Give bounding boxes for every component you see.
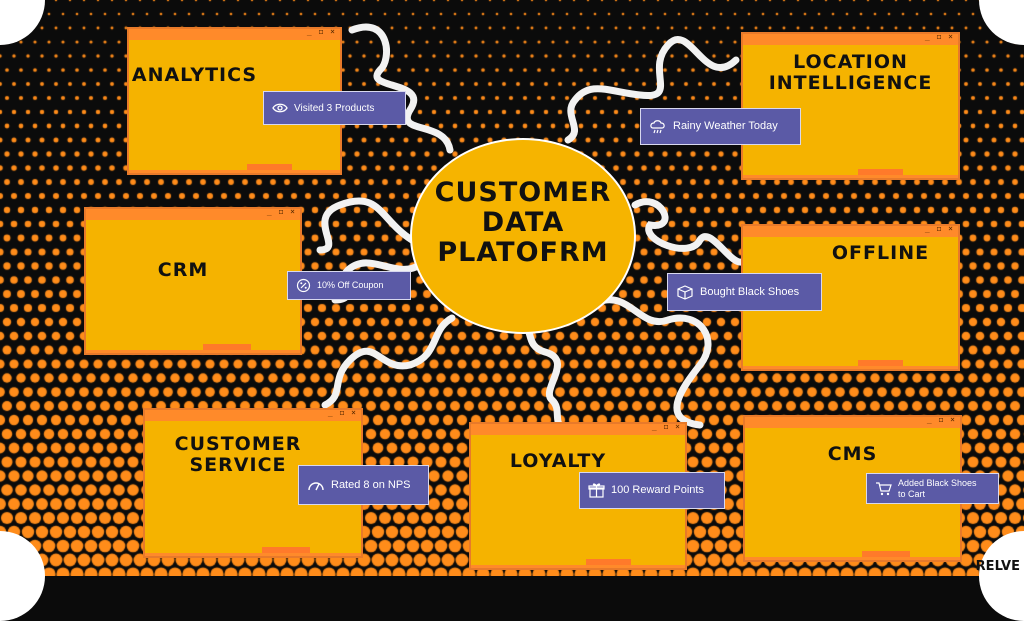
window-title: LOCATION INTELLIGENCE [768, 51, 933, 94]
gauge-icon [308, 482, 324, 491]
window-titlebar [145, 410, 361, 421]
tag-label: 100 Reward Points [611, 484, 704, 496]
tag-label: Rated 8 on NPS [331, 478, 411, 491]
window-crm: _ ◻ × CRM [84, 207, 302, 355]
window-footer-line [743, 175, 958, 178]
window-titlebar [745, 417, 960, 428]
window-footer-tab [862, 551, 910, 560]
window-title: LOYALTY [509, 450, 607, 472]
tag-label: Rainy Weather Today [673, 120, 778, 132]
tag-analytics: Visited 3 Products [263, 91, 406, 125]
window-footer-line [745, 557, 960, 560]
cart-icon [876, 482, 892, 496]
window-footer-line [471, 565, 685, 568]
tag-loyalty: 100 Reward Points [579, 472, 725, 509]
window-title: OFFLINE [831, 242, 930, 264]
window-footer-tab [858, 169, 903, 178]
window-footer-tab [858, 360, 903, 369]
window-titlebar [86, 209, 300, 220]
window-controls[interactable]: _ ◻ × [926, 415, 956, 424]
tag-cms: Added Black Shoes to Cart [866, 473, 999, 504]
window-footer-line [86, 350, 300, 353]
window-footer-tab [203, 344, 251, 353]
tag-label: Bought Black Shoes [700, 285, 800, 298]
window-titlebar [471, 424, 685, 435]
window-titlebar [743, 226, 958, 237]
window-titlebar [743, 34, 958, 45]
window-controls[interactable]: _ ◻ × [327, 408, 357, 417]
package-icon [677, 285, 693, 300]
hub-customer-data-platform: CUSTOMER DATA PLATOFRM [410, 138, 636, 334]
tag-label: 10% Off Coupon [317, 280, 384, 290]
window-controls[interactable]: _ ◻ × [306, 27, 336, 36]
window-footer-tab [586, 559, 631, 568]
tag-label: Added Black Shoes to Cart [898, 477, 977, 499]
rain-cloud-icon [650, 119, 665, 133]
window-footer-tab [262, 547, 310, 556]
window-footer-tab [247, 164, 292, 173]
gift-icon [588, 483, 605, 498]
brand-logo: RELVE [975, 559, 1020, 574]
window-titlebar [129, 29, 340, 40]
tag-customer-service: Rated 8 on NPS [298, 465, 429, 505]
eye-icon [272, 103, 288, 113]
window-controls[interactable]: _ ◻ × [266, 207, 296, 216]
window-controls[interactable]: _ ◻ × [651, 422, 681, 431]
window-controls[interactable]: _ ◻ × [924, 32, 954, 41]
window-footer-line [743, 366, 958, 369]
window-title: ANALYTICS [131, 64, 258, 86]
window-footer-line [129, 170, 340, 173]
window-title: CMS [827, 443, 878, 465]
tag-label: Visited 3 Products [294, 102, 375, 114]
tag-offline: Bought Black Shoes [667, 273, 822, 311]
window-location-intelligence: _ ◻ × LOCATION INTELLIGENCE [741, 32, 960, 180]
coupon-icon [296, 278, 311, 293]
window-analytics: _ ◻ × ANALYTICS [127, 27, 342, 175]
window-title: CUSTOMER SERVICE [174, 433, 302, 476]
window-title: CRM [157, 259, 209, 281]
tag-location: Rainy Weather Today [640, 108, 801, 145]
hub-title: CUSTOMER DATA PLATOFRM [434, 177, 612, 268]
window-footer-line [145, 553, 361, 556]
tag-crm: 10% Off Coupon [287, 271, 411, 300]
window-controls[interactable]: _ ◻ × [924, 224, 954, 233]
